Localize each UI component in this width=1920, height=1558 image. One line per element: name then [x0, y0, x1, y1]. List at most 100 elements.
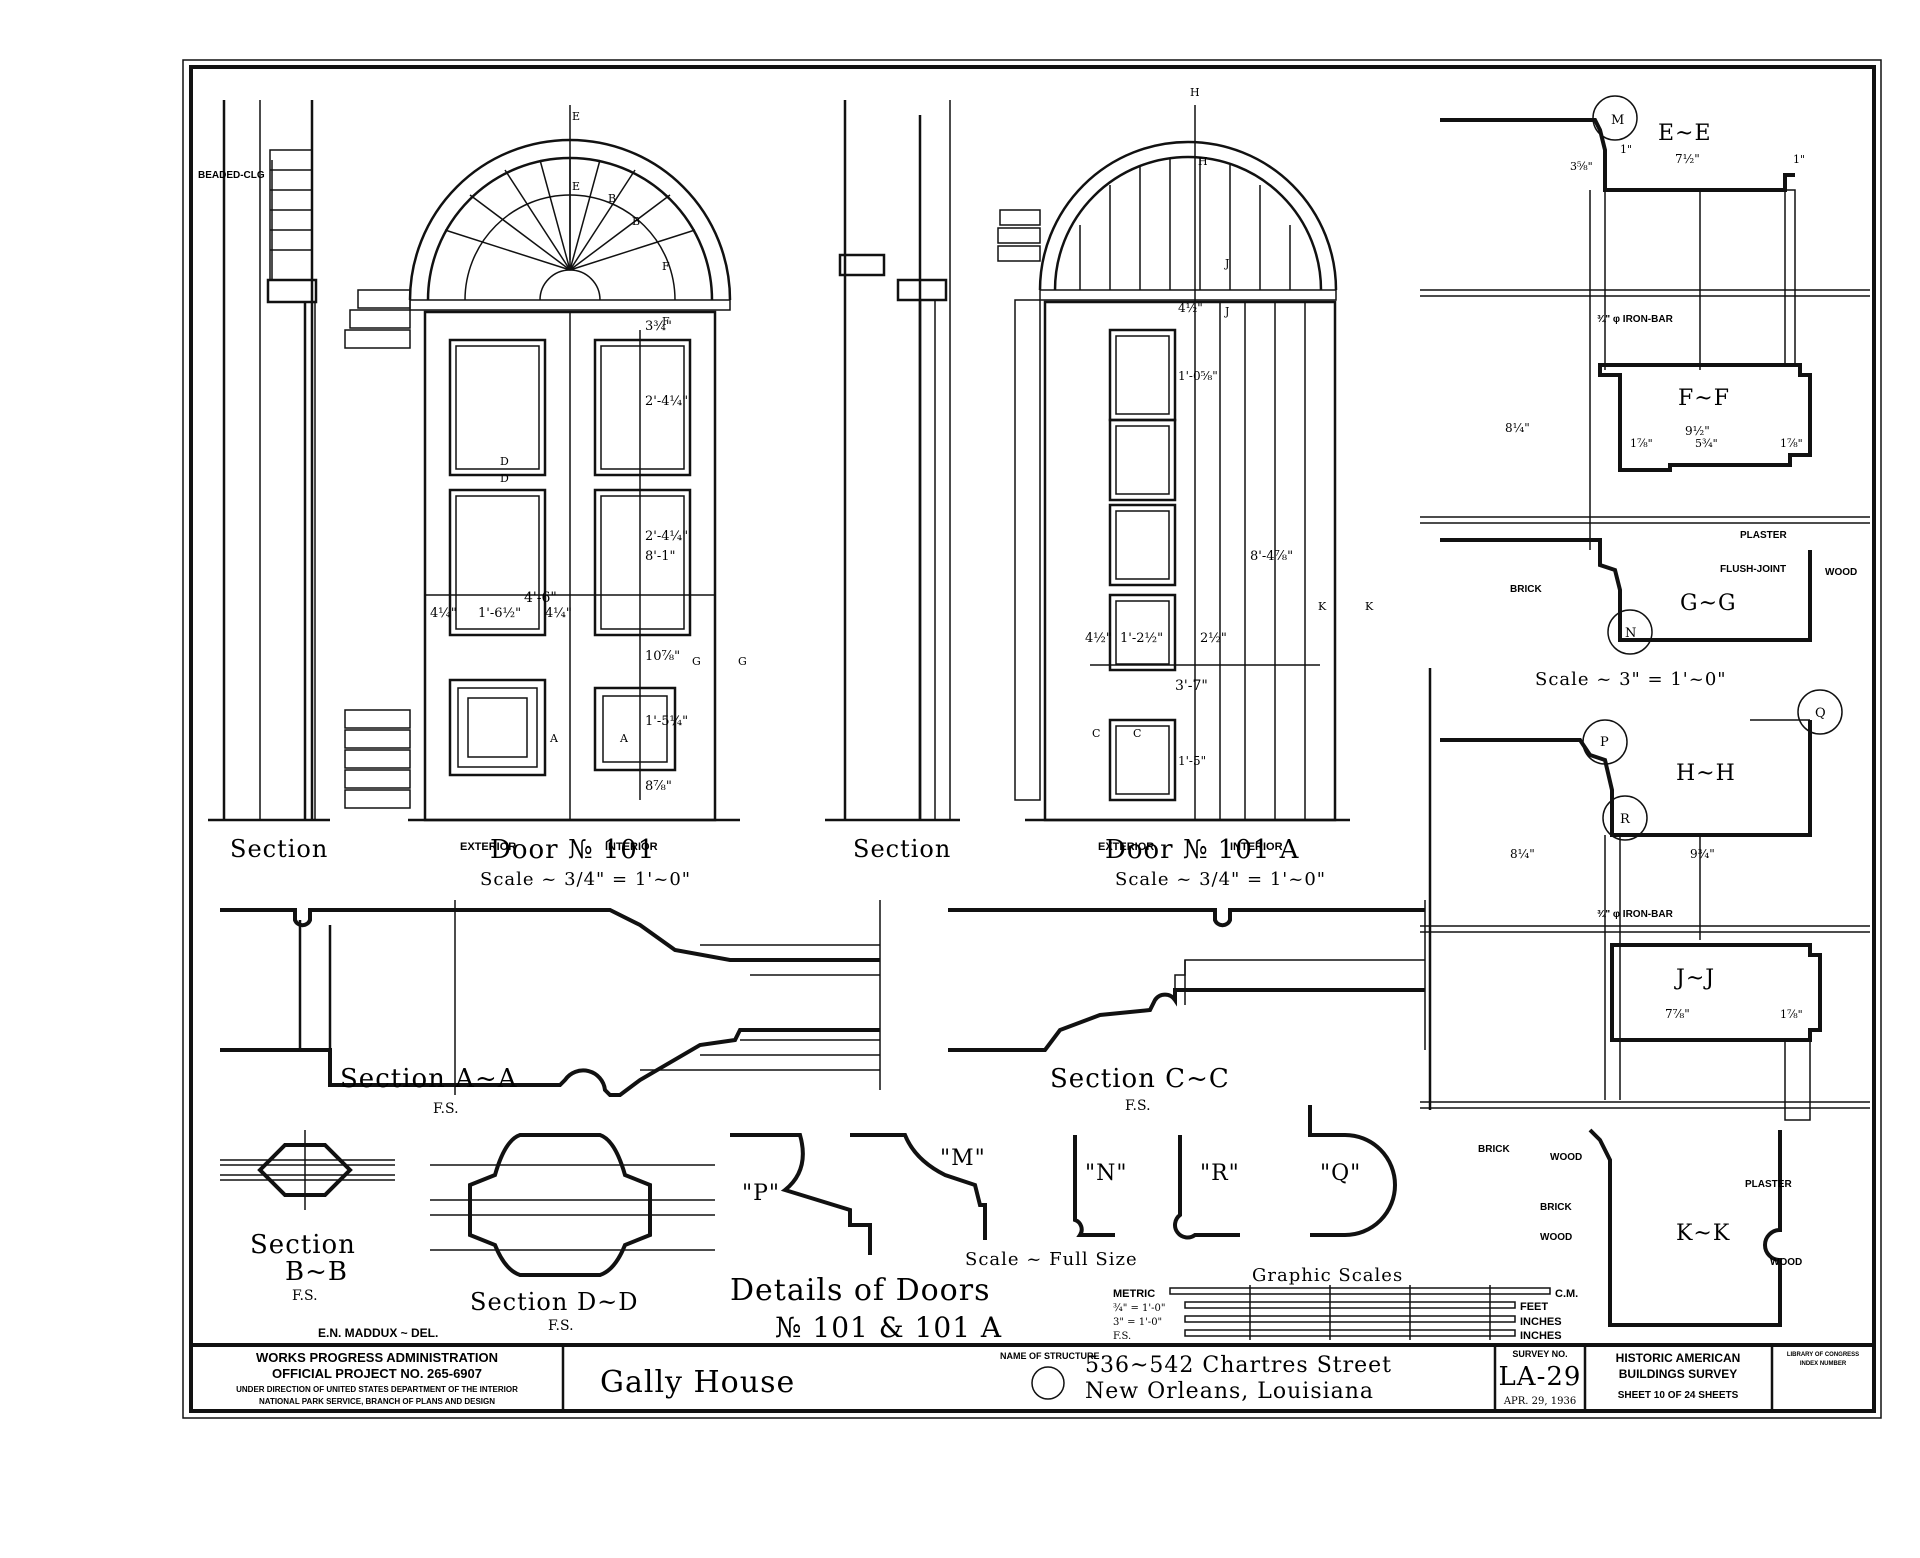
circle-r: R [1620, 812, 1631, 827]
marker-e1: E [572, 110, 580, 123]
details-title-1: Details of Doors [730, 1273, 990, 1308]
iron-bar-label-2: ¾" φ IRON-BAR [1597, 909, 1674, 920]
wpa-line-1: WORKS PROGRESS ADMINISTRATION [256, 1350, 498, 1365]
full-size-scale: Scale ~ Full Size [965, 1249, 1138, 1270]
dim-ee-1a: 1" [1620, 143, 1632, 156]
marker-j2: J [1224, 305, 1229, 318]
circle-q: Q [1815, 706, 1826, 721]
marker-g1: G [692, 655, 701, 668]
door101a-section-drawing [825, 100, 960, 822]
section-ff-label: F~F [1678, 386, 1730, 411]
plaster-label-1: PLASTER [1740, 530, 1787, 541]
wpa-line-2: OFFICIAL PROJECT NO. 265-6907 [272, 1366, 482, 1381]
section-cc-fs: F.S. [1125, 1098, 1151, 1114]
dim-top-panel: 2'-4¼" [645, 394, 688, 409]
dim-stile-right: 4¼" [545, 606, 572, 621]
section-cc-label: Section C~C [1050, 1064, 1230, 1094]
dim-panel-width: 1'-6½" [478, 606, 521, 621]
section-aa-drawing [220, 900, 881, 1097]
section-cc-drawing [948, 900, 1426, 1052]
circle-n: N [1625, 626, 1636, 641]
wood-label-1: WOOD [1825, 567, 1857, 578]
marker-j1: J [1224, 257, 1229, 270]
section-hh-label: H~H [1676, 761, 1736, 786]
circle-m: M [1611, 113, 1624, 128]
marker-k1: K [1318, 600, 1327, 613]
beaded-clg-label: BEADED-CLG [198, 170, 265, 181]
marker-a1: A [549, 732, 559, 745]
dim-jj-c: 1⅞" [1780, 1008, 1803, 1021]
graphic-scales-drawing [1169, 1285, 1551, 1340]
section-dd-drawing [430, 1133, 715, 1277]
details-title-2: № 101 & 101 A [775, 1311, 1002, 1344]
door101-exterior-label: EXTERIOR [460, 841, 516, 853]
dim-101a-mid: 2½" [1200, 631, 1227, 646]
title-block [191, 1343, 1874, 1411]
dim-overall-width: 4'-6" [524, 590, 557, 606]
inner-border [189, 65, 1876, 1413]
marker-c2: C [1133, 727, 1141, 740]
address-line-2: New Orleans, Louisiana [1085, 1379, 1374, 1404]
marker-g2: G [738, 655, 747, 668]
section-aa-fs: F.S. [433, 1101, 459, 1117]
brick-label-1: BRICK [1510, 584, 1542, 595]
section-dd-fs: F.S. [548, 1318, 574, 1334]
dim-hh-left: 8¼" [1510, 847, 1535, 861]
scale-metric: METRIC [1113, 1288, 1155, 1300]
dim-101a-stile: 4½" [1085, 631, 1112, 646]
loc-line-2: INDEX NUMBER [1800, 1361, 1847, 1367]
sections-scale: Scale ~ 3" = 1'~0" [1535, 669, 1727, 690]
section-bb-label-1: Section [250, 1230, 356, 1260]
outer-border [182, 59, 1882, 1419]
address-line-1: 536~542 Chartres Street [1085, 1353, 1392, 1378]
dim-lock-rail: 10⅞" [645, 649, 680, 664]
marker-d2: D [500, 472, 509, 485]
dim-ee-width: 7½" [1675, 152, 1700, 166]
door101a-elevation-drawing [997, 105, 1350, 822]
marker-c1: C [1092, 727, 1100, 740]
dim-101a-width: 3'-7" [1175, 678, 1208, 694]
section-bb-label-2: B~B [285, 1257, 348, 1287]
door101a-scale: Scale ~ 3/4" = 1'~0" [1115, 869, 1326, 890]
section-dd-label: Section D~D [470, 1288, 639, 1316]
dim-ee-1b: 1" [1793, 153, 1805, 166]
scale-fs: F.S. [1113, 1331, 1131, 1342]
dim-ff-a: 1⅞" [1630, 437, 1653, 450]
door101-title: Door № 101 [490, 835, 655, 865]
door101a-section-label: Section [853, 835, 951, 863]
sections-ee-gg-drawing [1420, 95, 1870, 655]
wood-label-3: WOOD [1540, 1232, 1572, 1243]
flush-joint-label: FLUSH-JOINT [1720, 564, 1786, 575]
dim-101a-panel-w: 1'-2½" [1120, 631, 1163, 646]
section-bb-fs: F.S. [292, 1288, 318, 1304]
dim-ff-width: 9½" [1685, 424, 1710, 438]
brick-label-2: BRICK [1478, 1144, 1510, 1155]
detail-p-label: "P" [742, 1181, 780, 1206]
detail-m-label: "M" [940, 1146, 986, 1171]
scale-s1: ¾" = 1'-0" [1113, 1303, 1165, 1314]
iron-bar-label-1: ¾" φ IRON-BAR [1597, 314, 1674, 325]
scale-cm: C.M. [1555, 1288, 1578, 1300]
scale-s2: 3" = 1'-0" [1113, 1317, 1162, 1328]
dim-101a-bottom-panel: 1'-5" [1178, 754, 1206, 768]
marker-d1: D [500, 455, 509, 468]
moulding-details-drawing [730, 1105, 1397, 1255]
survey-no: LA-29 [1499, 1362, 1582, 1392]
delineator: E.N. MADDUX ~ DEL. [318, 1326, 438, 1340]
door101-interior-label: INTERIOR [605, 841, 658, 853]
marker-a2: A [619, 732, 629, 745]
sections-hh-kk-drawing [1420, 668, 1870, 1327]
section-kk-label: K~K [1676, 1221, 1730, 1246]
structure-name: Gally House [600, 1365, 795, 1400]
dim-ff-c: 1⅞" [1780, 437, 1803, 450]
name-of-structure-label: NAME OF STRUCTURE [1000, 1351, 1100, 1361]
marker-b1: B [608, 192, 616, 205]
dim-ff-b: 5¾" [1695, 437, 1718, 450]
sheet-number: SHEET 10 OF 24 SHEETS [1618, 1390, 1739, 1401]
marker-f2: F [662, 315, 670, 328]
detail-r-label: "R" [1200, 1161, 1240, 1186]
dim-bottom-rail: 8⅞" [645, 779, 672, 794]
section-gg-label: G~G [1680, 591, 1737, 616]
circle-p: P [1600, 735, 1609, 750]
